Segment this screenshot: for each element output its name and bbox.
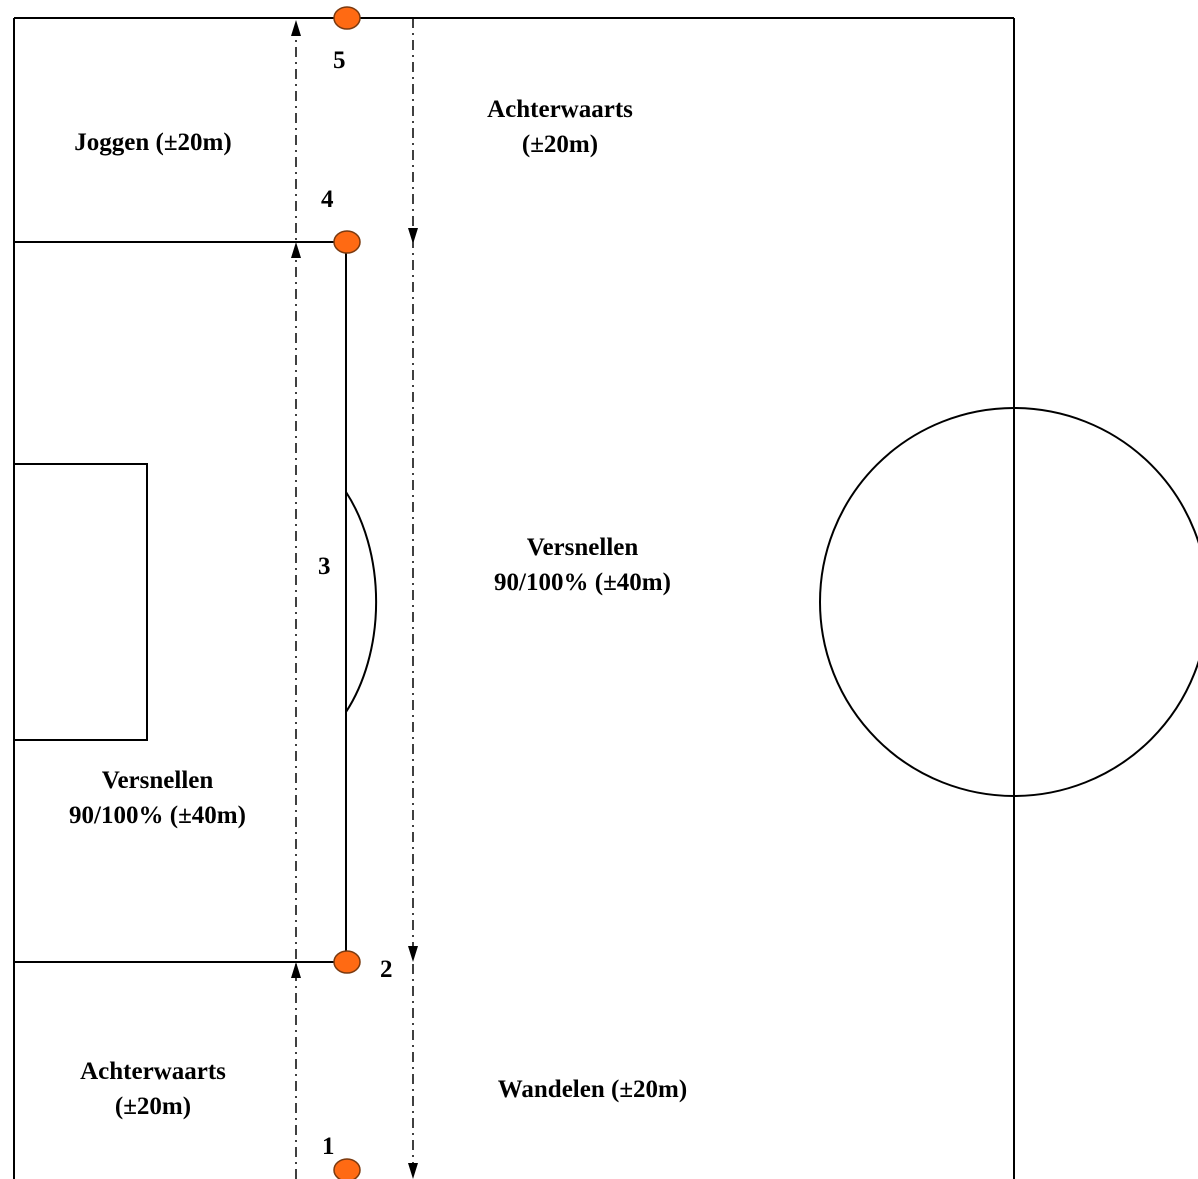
arrow-down-icon [408,228,418,244]
cone-marker-icon [333,950,361,974]
cone-number-5: 5 [333,47,346,74]
arrow-up-icon [291,962,301,978]
label-jog: Joggen (±20m) [40,125,266,160]
label-sprint-left-line2: 90/100% (±40m) [69,802,246,829]
goal-area [13,463,148,741]
cone-marker-icon [333,6,361,30]
cone-number-2: 2 [380,956,393,983]
label-sprint-left-line1: Versnellen [101,767,214,794]
arrow-down-icon [408,1163,418,1179]
cone-number-1: 1 [322,1133,335,1160]
cone-number-3: 3 [318,553,331,580]
penalty-arc [345,491,378,713]
label-walk-line1: Wandelen (±20m) [497,1076,688,1103]
cone-marker-icon [333,1158,361,1179]
cone-number-4: 4 [321,186,334,213]
label-sprint-right: Versnellen 90/100% (±40m) [455,530,710,600]
label-back-bottom-line1: Achterwaarts [80,1058,226,1085]
label-sprint-right-line2: 90/100% (±40m) [494,569,671,596]
arrowheads [291,20,418,1179]
arrow-up-icon [291,242,301,258]
cones [333,6,361,1179]
arrow-down-icon [408,946,418,962]
label-back-bottom-line2: (±20m) [114,1093,192,1120]
label-back-top-line1: Achterwaarts [487,96,633,123]
label-back-bottom: Achterwaarts (±20m) [40,1054,266,1124]
route-lines [295,18,414,1179]
label-back-top-line2: (±20m) [521,131,599,158]
label-sprint-right-line1: Versnellen [526,534,639,561]
label-sprint-left: Versnellen 90/100% (±40m) [30,763,285,833]
cone-marker-icon [333,230,361,254]
label-jog-line1: Joggen (±20m) [74,129,232,156]
center-circle [819,407,1198,797]
label-back-top: Achterwaarts (±20m) [445,92,675,162]
arrow-up-icon [291,20,301,36]
field-lines [13,17,1198,1179]
label-walk: Wandelen (±20m) [460,1072,725,1107]
